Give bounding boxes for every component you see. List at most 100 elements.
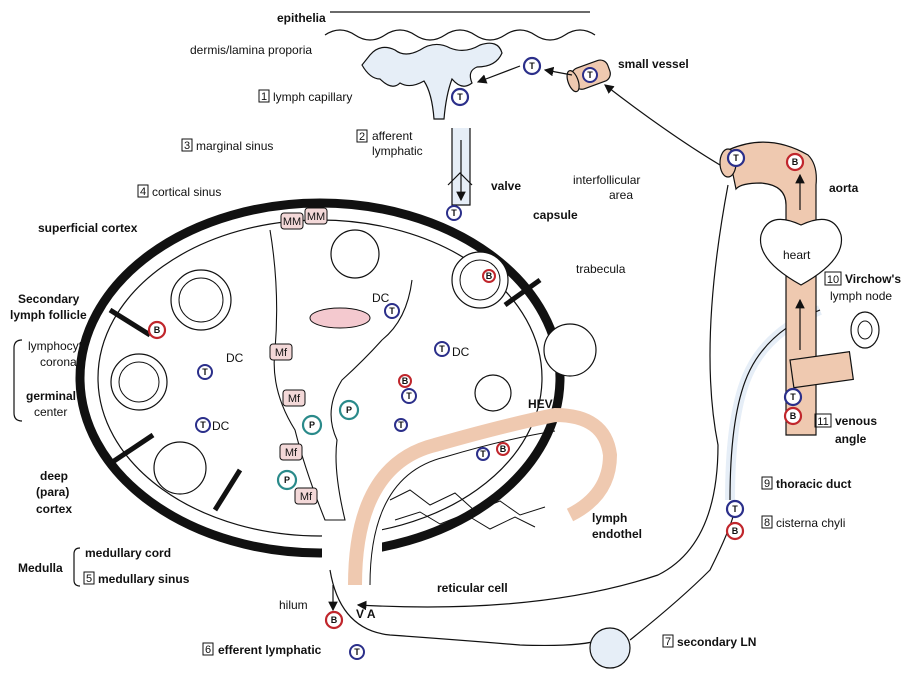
- t-cell: T: [198, 365, 212, 379]
- t-cell: T: [435, 342, 449, 356]
- svg-text:P: P: [309, 420, 315, 430]
- svg-text:T: T: [202, 367, 208, 377]
- hev-label: HEV: [528, 397, 553, 411]
- svg-text:T: T: [480, 449, 486, 459]
- dermis-wave: [325, 30, 595, 40]
- dc-label: DC: [212, 419, 230, 433]
- num-2: 2: [359, 131, 365, 143]
- dc-label: DC: [226, 351, 244, 365]
- t-cell: T: [728, 150, 744, 166]
- num-10: 10: [827, 274, 839, 286]
- secondary-follicle-label-2: lymph follicle: [10, 308, 87, 322]
- virchow-label-1: Virchow's: [845, 272, 901, 286]
- p-cell: P: [303, 416, 321, 434]
- medulla-bracket: [74, 548, 80, 586]
- svg-text:Mf: Mf: [285, 447, 298, 459]
- svg-text:T: T: [406, 391, 412, 401]
- t-cell: T: [477, 448, 489, 460]
- virchow-label-2: lymph node: [830, 289, 892, 303]
- b-cell: B: [785, 408, 801, 424]
- hilum-label: hilum: [279, 598, 308, 612]
- deep-label-3: cortex: [36, 502, 72, 516]
- dermis-label: dermis/lamina proporia: [190, 43, 312, 57]
- t-cell: T: [785, 389, 801, 405]
- b-cell: B: [149, 322, 165, 338]
- interfollicular-label-2: area: [609, 188, 633, 202]
- mf-cell: Mf: [295, 488, 317, 504]
- svg-text:B: B: [792, 157, 799, 167]
- capillary-entry-arrow: [478, 66, 520, 82]
- num-7: 7: [665, 636, 671, 648]
- svg-text:B: B: [154, 325, 161, 335]
- svg-text:MM: MM: [307, 211, 325, 223]
- svg-text:T: T: [529, 61, 535, 71]
- capsule-label: capsule: [533, 208, 578, 222]
- heart-label: heart: [783, 248, 811, 262]
- lymphocyte-label-1: lymphocyte: [28, 339, 89, 353]
- cisterna-label: cisterna chyli: [776, 516, 845, 530]
- secondary-follicle-label-1: Secondary: [18, 292, 80, 306]
- b-cell: B: [483, 270, 495, 282]
- follicle-superficial-gc: [179, 278, 223, 322]
- svg-text:B: B: [500, 444, 507, 454]
- deep-label-2: (para): [36, 485, 69, 499]
- p-cell: P: [278, 471, 296, 489]
- medullary-sinus-label: medullary sinus: [98, 572, 190, 586]
- mf-cell: Mf: [280, 444, 302, 460]
- lymphocyte-label-2: corona: [40, 355, 77, 369]
- hev-cross-section: [475, 375, 511, 411]
- follicle-top: [331, 230, 379, 278]
- virchow-node-inner: [858, 321, 872, 339]
- num-5: 5: [86, 573, 92, 585]
- mm-cell: MM: [305, 208, 327, 224]
- to-small-vessel-path: [605, 85, 720, 165]
- svg-text:Mf: Mf: [275, 347, 288, 359]
- t-cell: T: [385, 304, 399, 318]
- venous-label-1: venous: [835, 414, 877, 428]
- t-cell: T: [350, 645, 364, 659]
- svg-text:T: T: [790, 392, 796, 402]
- va-label: V A: [356, 607, 376, 621]
- svg-text:B: B: [486, 271, 493, 281]
- svg-text:P: P: [346, 405, 352, 415]
- b-cell: B: [727, 523, 743, 539]
- t-cell: T: [402, 389, 416, 403]
- secondary-ln-circle: [590, 628, 630, 668]
- t-cell: T: [727, 501, 743, 517]
- secondary-ln-label: secondary LN: [677, 635, 756, 649]
- b-cell: B: [399, 375, 411, 387]
- follicle-left-gc: [119, 362, 159, 402]
- lymph-capillary-label: lymph capillary: [273, 90, 352, 104]
- lymph-endothel-label-1: lymph: [592, 511, 627, 525]
- svg-text:T: T: [587, 70, 593, 80]
- svg-text:T: T: [451, 208, 457, 218]
- medullary-cord-label: medullary cord: [85, 546, 171, 560]
- interfollicular-label-1: interfollicular: [573, 173, 640, 187]
- mf-cell: Mf: [270, 344, 292, 360]
- b-cell: B: [787, 154, 803, 170]
- t-cell: T: [524, 58, 540, 74]
- reticular-label: reticular cell: [437, 581, 508, 595]
- svg-text:B: B: [790, 411, 797, 421]
- t-cell: T: [447, 206, 461, 220]
- svg-text:T: T: [200, 420, 206, 430]
- follicle-bottom-left: [154, 442, 206, 494]
- t-cell: T: [196, 418, 210, 432]
- efferent-label: efferent lymphatic: [218, 643, 322, 657]
- afferent-label-2: lymphatic: [372, 144, 423, 158]
- svg-text:T: T: [439, 344, 445, 354]
- svg-text:T: T: [354, 647, 360, 657]
- valve-label: valve: [491, 179, 521, 193]
- svg-text:Mf: Mf: [288, 393, 301, 405]
- num-11: 11: [817, 416, 828, 428]
- svg-text:MM: MM: [283, 216, 301, 228]
- follicle-far-right: [544, 324, 596, 376]
- epithelia-label: epithelia: [277, 11, 326, 25]
- svg-text:T: T: [733, 153, 739, 163]
- hev-top: [310, 308, 370, 328]
- trabecula-label: trabecula: [576, 262, 626, 276]
- afferent-label-1: afferent: [372, 129, 413, 143]
- small-vessel-label: small vessel: [618, 57, 689, 71]
- svg-text:T: T: [389, 306, 395, 316]
- cortical-sinus-label: cortical sinus: [152, 185, 221, 199]
